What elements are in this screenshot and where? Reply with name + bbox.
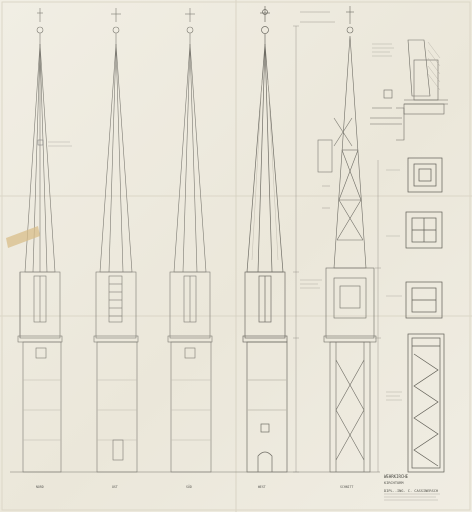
elevation-label-schnitt: SCHNITT	[340, 485, 354, 489]
elevation-label-nord: NORD	[36, 485, 44, 489]
plan-middle	[405, 211, 443, 249]
stair-section	[407, 333, 445, 473]
tower-ost	[93, 8, 139, 473]
title-line-2: KIRCHTURM	[384, 481, 404, 485]
elevation-label-west: WEST	[258, 485, 266, 489]
detail-eaves	[370, 39, 448, 141]
title-line-3: DIPL.-ING. C. CASSINERSCH	[384, 489, 438, 493]
detail-hatching	[427, 41, 441, 91]
plan-upper	[407, 157, 443, 193]
tower-sued	[167, 8, 213, 473]
elevation-label-ost: OST	[112, 485, 118, 489]
plan-lower	[405, 281, 443, 319]
elevation-label-sued: SÜD	[186, 484, 192, 489]
tower-nord	[17, 8, 63, 473]
masking-tape	[6, 226, 40, 248]
dimension-lines	[293, 11, 381, 473]
title-line-1: WEHRKIRCHE	[384, 474, 409, 479]
title-block: WEHRKIRCHE KIRCHTURM DIPL.-ING. C. CASSI…	[384, 474, 440, 501]
spire-shading-west	[251, 79, 279, 261]
bell-beam-detail	[317, 117, 353, 173]
tower-west	[242, 6, 288, 473]
tower-section	[323, 6, 377, 473]
clock-symbol-nord	[37, 139, 44, 146]
annotations	[48, 43, 402, 401]
